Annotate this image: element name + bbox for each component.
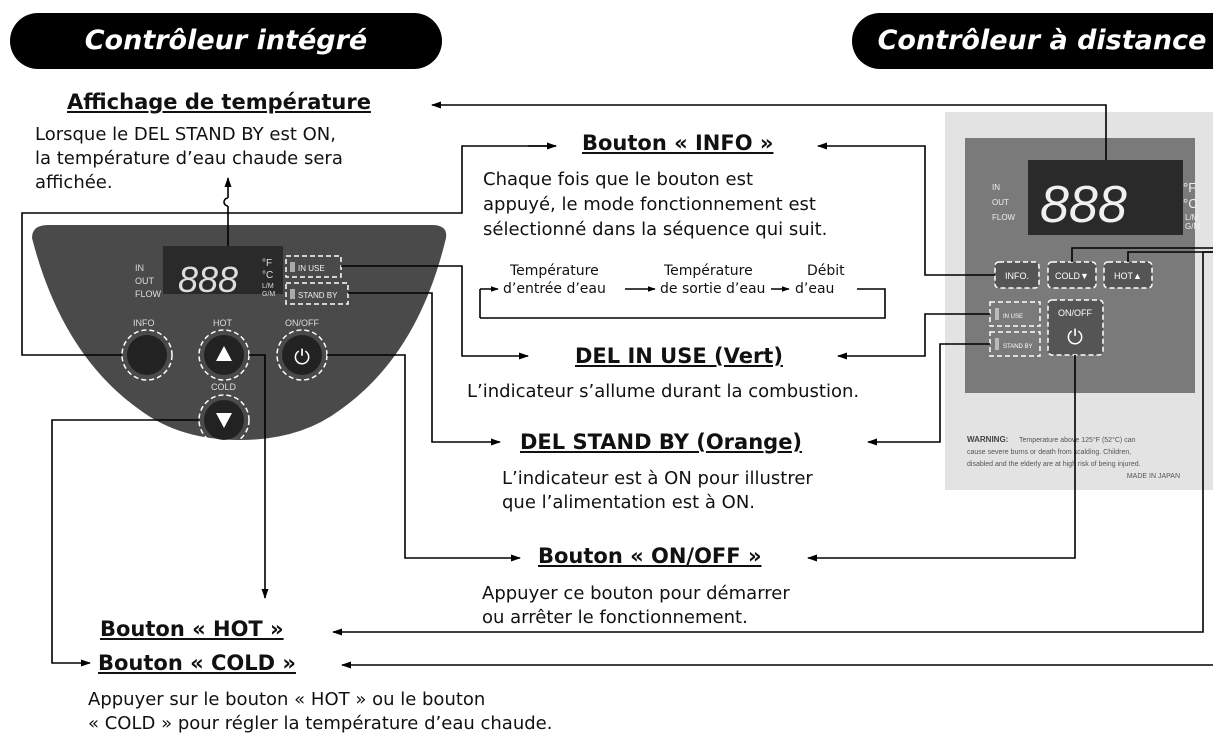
int-info-button[interactable] <box>121 329 173 381</box>
rem-power-icon: ⏻ <box>1067 327 1083 349</box>
sequence-step-3b: d’eau <box>795 281 835 297</box>
int-flow-label: FLOW <box>135 289 162 299</box>
rem-onoff-label: ON/OFF <box>1058 308 1092 318</box>
rem-in-use-label: IN USE <box>1003 314 1023 320</box>
onoff-desc-1: Appuyer ce bouton pour démarrer <box>482 583 790 604</box>
temp-display-desc-1: Lorsque le DEL STAND BY est ON, <box>35 124 336 145</box>
integrated-controller-panel: IN OUT FLOW 888 °F °C L/M G/M IN USE STA… <box>32 225 447 446</box>
rem-hot-label: HOT▲ <box>1114 271 1142 281</box>
rem-cold-label: COLD▼ <box>1055 271 1089 281</box>
header-remote: Contrôleur à distance <box>852 13 1213 69</box>
rem-unit-gm: G/M <box>1185 222 1200 231</box>
int-digits: 888 <box>178 259 238 300</box>
temp-display-desc-2: la température d’eau chaude sera <box>35 148 343 169</box>
int-info-label: INFO <box>133 318 155 328</box>
int-in-label: IN <box>135 263 144 273</box>
int-hot-label: HOT <box>213 318 233 328</box>
rem-made-in: MADE IN JAPAN <box>1127 473 1180 480</box>
rem-warning-1: Temperature above 125°F (52°C) can <box>1019 436 1136 444</box>
rem-warning-bold: WARNING: <box>967 435 1008 444</box>
onoff-desc-2: ou arrêter le fonctionnement. <box>482 607 748 628</box>
int-cold-button[interactable] <box>198 394 250 446</box>
temp-display-desc-3: affichée. <box>35 172 113 193</box>
onoff-heading: Bouton « ON/OFF » <box>538 544 762 568</box>
down-arrow-icon <box>216 413 232 428</box>
up-arrow-icon <box>216 346 232 361</box>
rem-in-label: IN <box>992 183 1000 192</box>
int-unit-gm: G/M <box>262 291 275 298</box>
rem-info-button[interactable] <box>994 261 1040 289</box>
info-heading: Bouton « INFO » <box>582 131 774 155</box>
rem-stand-by-label: STAND BY <box>1003 344 1033 350</box>
info-desc-2: appuyé, le mode fonctionnement est <box>483 194 816 215</box>
sequence-step-2a: Température <box>664 263 753 279</box>
stand-by-heading: DEL STAND BY (Orange) <box>520 430 803 454</box>
sequence-step-3a: Débit <box>807 263 845 279</box>
sequence-step-1b: d’entrée d’eau <box>503 281 606 297</box>
stand-by-desc-1: L’indicateur est à ON pour illustrer <box>502 468 813 489</box>
int-cold-label: COLD <box>211 382 237 392</box>
hotcold-desc-2: « COLD » pour régler la température d’ea… <box>88 713 553 734</box>
rem-out-label: OUT <box>992 198 1009 207</box>
temp-display-heading: Affichage de température <box>67 90 371 114</box>
rem-unit-f: °F <box>1183 180 1196 195</box>
int-out-label: OUT <box>135 276 155 286</box>
int-unit-f: °F <box>262 258 272 269</box>
in-use-desc: L’indicateur s’allume durant la combusti… <box>467 381 860 402</box>
rem-unit-lm: L/M <box>1185 213 1199 222</box>
rem-digits: 888 <box>1040 176 1127 234</box>
info-desc-1: Chaque fois que le bouton est <box>483 169 754 190</box>
header-integrated: Contrôleur intégré <box>10 13 442 69</box>
in-use-heading: DEL IN USE (Vert) <box>575 344 783 368</box>
rem-warning-2: cause severe burns or death from scaldin… <box>967 449 1131 456</box>
info-desc-3: sélectionné dans la séquence qui suit. <box>483 219 828 240</box>
hot-heading: Bouton « HOT » <box>100 617 284 641</box>
hotcold-desc-1: Appuyer sur le bouton « HOT » ou le bout… <box>88 689 486 710</box>
int-stand-by-label: STAND BY <box>298 291 338 300</box>
int-unit-c: °C <box>262 270 273 281</box>
sequence-step-2b: de sortie d’eau <box>660 281 766 297</box>
remote-controller: IN OUT FLOW 888 °F °C L/M G/M INFO. COLD… <box>945 112 1213 490</box>
rem-info-label: INFO. <box>1005 271 1029 281</box>
svg-text:WARNING:: WARNING: <box>967 435 1008 444</box>
rem-unit-c: °C <box>1183 196 1198 211</box>
sequence-step-1a: Température <box>510 263 599 279</box>
rem-flow-label: FLOW <box>992 213 1016 222</box>
int-in-use-label: IN USE <box>298 264 325 273</box>
connector-lines <box>21 101 1213 669</box>
cold-heading: Bouton « COLD » <box>98 651 296 675</box>
int-onoff-label: ON/OFF <box>285 318 319 328</box>
rem-warning-3: disabled and the elderly are at high ris… <box>967 461 1141 468</box>
int-unit-lm: L/M <box>262 283 274 290</box>
int-power-icon: ⏻ <box>294 347 310 369</box>
stand-by-desc-2: que l’alimentation est à ON. <box>502 492 756 513</box>
